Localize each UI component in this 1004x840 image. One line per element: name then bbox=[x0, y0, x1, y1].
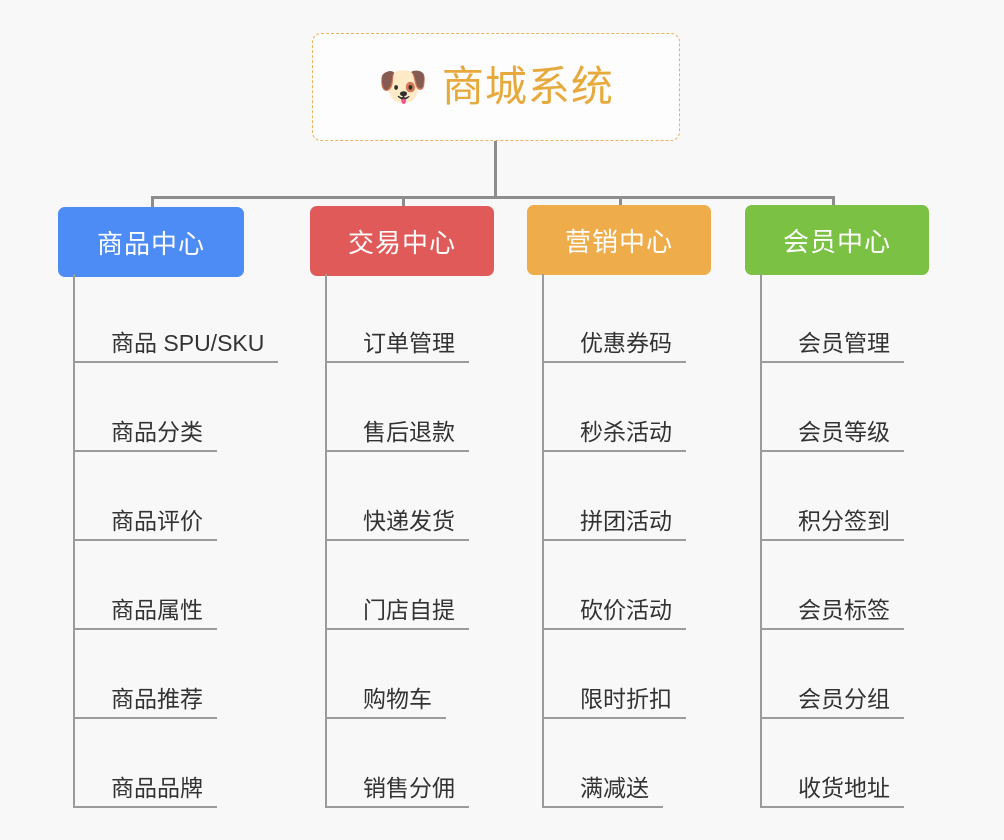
branch-trunk bbox=[73, 274, 75, 808]
leaf-item-label: 会员标签 bbox=[798, 596, 890, 623]
leaf-item[interactable]: 秒杀活动 bbox=[542, 363, 686, 452]
leaf-item-label: 优惠券码 bbox=[580, 329, 672, 356]
leaf-item[interactable]: 销售分佣 bbox=[325, 719, 469, 808]
connector-root-stem bbox=[494, 141, 497, 199]
leaf-item[interactable]: 商品评价 bbox=[73, 452, 217, 541]
category-box-2[interactable]: 交易中心 bbox=[310, 206, 494, 276]
category-label: 商品中心 bbox=[96, 228, 205, 259]
category-box-4[interactable]: 会员中心 bbox=[745, 205, 929, 275]
category-label: 会员中心 bbox=[782, 226, 891, 257]
leaf-item[interactable]: 售后退款 bbox=[325, 363, 469, 452]
connector-drop-3 bbox=[619, 196, 622, 208]
dog-face-icon: 🐶 bbox=[378, 65, 428, 109]
category-label: 营销中心 bbox=[564, 226, 673, 257]
leaf-item-label: 商品属性 bbox=[111, 596, 203, 623]
leaf-item[interactable]: 砍价活动 bbox=[542, 541, 686, 630]
leaf-item-label: 商品分类 bbox=[111, 418, 203, 445]
leaf-item-label: 会员管理 bbox=[798, 329, 890, 356]
leaf-item-label: 订单管理 bbox=[363, 329, 455, 356]
leaf-item-label: 限时折扣 bbox=[580, 685, 672, 712]
leaf-item-label: 会员等级 bbox=[798, 418, 890, 445]
connector-drop-1 bbox=[151, 196, 154, 208]
leaf-item-label: 商品 SPU/SKU bbox=[111, 329, 265, 356]
leaf-item-label: 积分签到 bbox=[798, 507, 890, 534]
leaf-item-label: 商品评价 bbox=[111, 507, 203, 534]
leaf-item-label: 销售分佣 bbox=[363, 774, 455, 801]
leaf-item-label: 秒杀活动 bbox=[580, 418, 672, 445]
leaf-item[interactable]: 商品 SPU/SKU bbox=[73, 274, 279, 363]
leaf-item[interactable]: 购物车 bbox=[325, 630, 446, 719]
leaf-item[interactable]: 优惠券码 bbox=[542, 274, 686, 363]
root-node[interactable]: 🐶 商城系统 bbox=[312, 33, 680, 141]
leaf-item[interactable]: 限时折扣 bbox=[542, 630, 686, 719]
leaf-item[interactable]: 商品推荐 bbox=[73, 630, 217, 719]
branch-trunk bbox=[542, 274, 544, 808]
leaf-item-label: 购物车 bbox=[363, 685, 432, 712]
leaf-item-label: 售后退款 bbox=[363, 418, 455, 445]
leaf-item[interactable]: 会员分组 bbox=[760, 630, 904, 719]
leaf-item-label: 商品品牌 bbox=[111, 774, 203, 801]
root-title: 商城系统 bbox=[441, 63, 614, 110]
connector-drop-4 bbox=[832, 196, 835, 208]
leaf-item-label: 商品推荐 bbox=[111, 685, 203, 712]
leaf-item-label: 门店自提 bbox=[363, 596, 455, 623]
branch-trunk bbox=[760, 274, 762, 808]
connector-horizontal-bar bbox=[152, 196, 834, 199]
leaf-item-label: 砍价活动 bbox=[580, 596, 672, 623]
leaf-item-label: 满减送 bbox=[580, 774, 649, 801]
leaf-item[interactable]: 满减送 bbox=[542, 719, 663, 808]
leaf-item[interactable]: 快递发货 bbox=[325, 452, 469, 541]
leaf-item[interactable]: 门店自提 bbox=[325, 541, 469, 630]
leaf-item[interactable]: 订单管理 bbox=[325, 274, 469, 363]
leaf-item[interactable]: 会员管理 bbox=[760, 274, 904, 363]
leaf-item-label: 拼团活动 bbox=[580, 507, 672, 534]
leaf-item[interactable]: 收货地址 bbox=[760, 719, 904, 808]
leaf-item[interactable]: 积分签到 bbox=[760, 452, 904, 541]
leaf-item[interactable]: 商品品牌 bbox=[73, 719, 217, 808]
branch-trunk bbox=[325, 274, 327, 808]
leaf-item[interactable]: 会员标签 bbox=[760, 541, 904, 630]
leaf-item-label: 快递发货 bbox=[363, 507, 455, 534]
leaf-item-label: 会员分组 bbox=[798, 685, 890, 712]
leaf-item[interactable]: 商品属性 bbox=[73, 541, 217, 630]
leaf-item[interactable]: 商品分类 bbox=[73, 363, 217, 452]
leaf-item[interactable]: 会员等级 bbox=[760, 363, 904, 452]
category-label: 交易中心 bbox=[347, 227, 456, 258]
category-box-1[interactable]: 商品中心 bbox=[58, 207, 244, 277]
category-box-3[interactable]: 营销中心 bbox=[527, 205, 711, 275]
connector-drop-2 bbox=[402, 196, 405, 208]
leaf-item[interactable]: 拼团活动 bbox=[542, 452, 686, 541]
leaf-item-label: 收货地址 bbox=[798, 774, 890, 801]
